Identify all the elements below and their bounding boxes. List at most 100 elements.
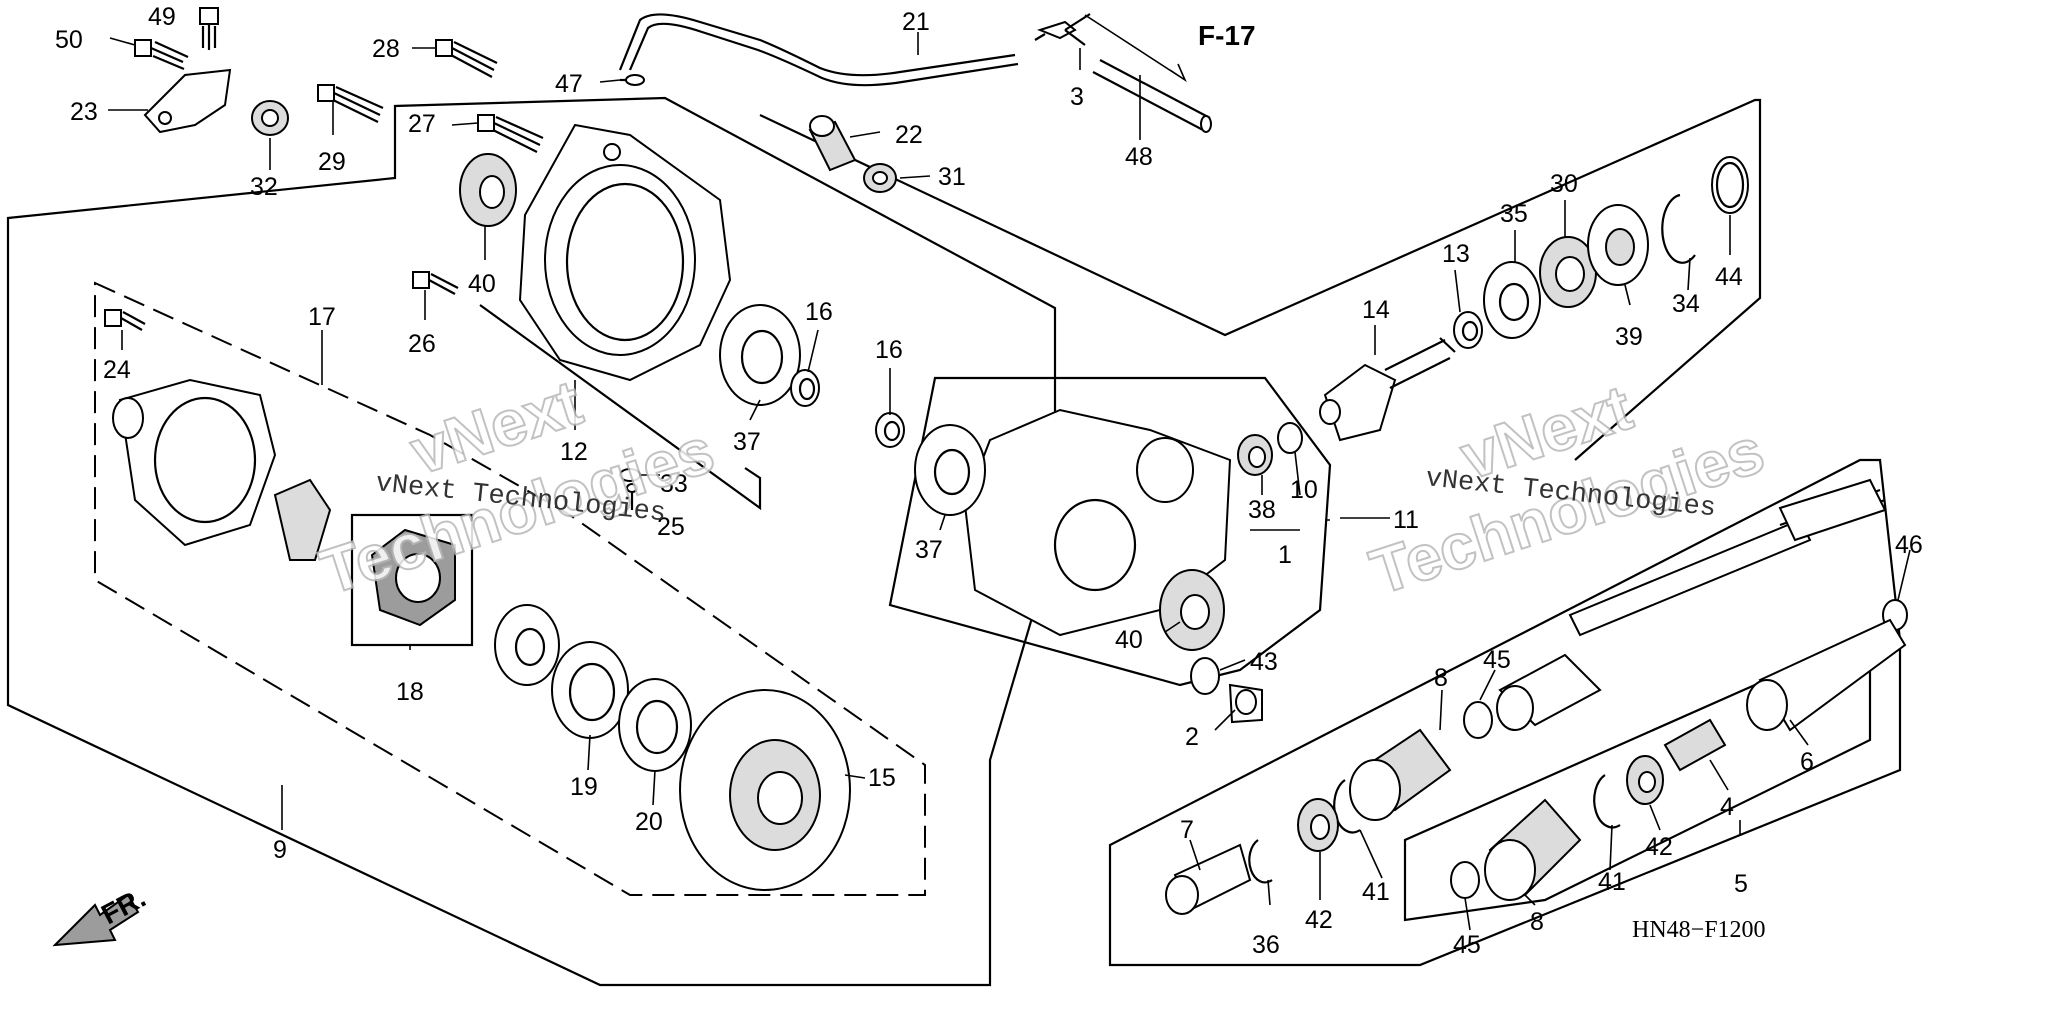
clip-47 xyxy=(620,74,645,86)
oring-44 xyxy=(1711,156,1749,214)
bolt-27 xyxy=(477,114,544,153)
circlip-34 xyxy=(1661,193,1696,264)
callout-2: 2 xyxy=(1185,723,1199,751)
callout-49: 49 xyxy=(148,3,176,31)
callout-16b: 16 xyxy=(875,336,903,364)
pinion-gear-14 xyxy=(1319,337,1456,442)
bolt-24 xyxy=(104,309,146,331)
outline-ring-gear-group xyxy=(94,281,926,896)
bolt-26 xyxy=(412,271,459,295)
callout-8a: 8 xyxy=(1434,664,1448,692)
shim-16-mid xyxy=(875,412,905,448)
gear-case-12 xyxy=(518,123,732,382)
callout-3: 3 xyxy=(1070,83,1084,111)
callout-19: 19 xyxy=(570,773,598,801)
callout-43: 43 xyxy=(1250,648,1278,676)
bolt-28 xyxy=(435,39,498,78)
spring-4 xyxy=(1663,718,1727,772)
boot-8-bottom xyxy=(1484,798,1582,901)
arrow-f17 xyxy=(1084,14,1187,83)
drawing-code: HN48−F1200 xyxy=(1632,917,1766,943)
callout-39: 39 xyxy=(1615,323,1643,351)
circlip-45-top xyxy=(1463,701,1493,739)
collar-7 xyxy=(1165,843,1252,915)
washer-43 xyxy=(1190,657,1220,695)
callout-37b: 37 xyxy=(915,536,943,564)
callout-9: 9 xyxy=(273,836,287,864)
callout-42a: 42 xyxy=(1645,833,1673,861)
callout-41a: 41 xyxy=(1362,878,1390,906)
callout-7: 7 xyxy=(1180,816,1194,844)
callout-31: 31 xyxy=(938,163,966,191)
ring-gear-15 xyxy=(679,689,851,891)
splined-collar-30 xyxy=(1539,236,1597,308)
front-direction-arrow xyxy=(52,893,140,947)
oil-seal-40-top xyxy=(459,153,517,227)
callout-32: 32 xyxy=(250,173,278,201)
callout-30: 30 xyxy=(1550,170,1578,198)
bearing-37-top xyxy=(719,304,801,406)
bolt-29 xyxy=(317,84,384,123)
joint-3 xyxy=(1034,13,1091,46)
callout-40a: 40 xyxy=(468,270,496,298)
washer-19 xyxy=(551,641,629,739)
outline-final-gear-case xyxy=(888,376,1332,687)
outline-pinion-group xyxy=(759,98,1762,461)
breather-tube-21-inner xyxy=(628,22,1019,87)
callout-5: 5 xyxy=(1734,870,1748,898)
callout-14: 14 xyxy=(1362,296,1390,324)
boot-8-top xyxy=(1349,728,1452,821)
circlip-36 xyxy=(1248,839,1273,884)
callout-28: 28 xyxy=(372,35,400,63)
callout-48: 48 xyxy=(1125,143,1153,171)
callout-11: 11 xyxy=(1393,506,1419,534)
callout-27: 27 xyxy=(408,110,436,138)
callout-23: 23 xyxy=(70,98,98,126)
circlip-41-bottom xyxy=(1593,774,1621,829)
bearing-37-mid xyxy=(914,424,986,516)
bearing-35 xyxy=(1483,261,1541,339)
nut-31 xyxy=(863,163,897,193)
callout-10: 10 xyxy=(1290,476,1318,504)
bracket-23 xyxy=(143,68,232,134)
callout-17: 17 xyxy=(308,303,336,331)
leader-lines xyxy=(108,32,1911,931)
shim-13 xyxy=(1453,311,1483,349)
callout-41b: 41 xyxy=(1598,868,1626,896)
callout-36: 36 xyxy=(1252,931,1280,959)
screw-25 xyxy=(626,483,638,510)
callout-8b: 8 xyxy=(1530,908,1544,936)
reference-label-f17: F-17 xyxy=(1198,20,1256,51)
callout-33: 33 xyxy=(660,470,688,498)
callout-29: 29 xyxy=(318,148,346,176)
shim-16-top xyxy=(790,369,820,407)
collar-22 xyxy=(808,115,857,172)
oil-seal-40-mid xyxy=(1159,569,1225,651)
bearing-39 xyxy=(1587,204,1649,286)
outline-housing-group xyxy=(479,304,762,511)
nut-32 xyxy=(251,100,289,136)
callout-4: 4 xyxy=(1720,793,1734,821)
spline-shaft xyxy=(1496,653,1602,731)
callout-45b: 45 xyxy=(1453,931,1481,959)
oring-10 xyxy=(1277,422,1303,454)
callout-35: 35 xyxy=(1500,200,1528,228)
bolt-2 xyxy=(1228,683,1263,724)
outline-driveshaft-group xyxy=(1108,458,1902,967)
callout-26: 26 xyxy=(408,330,436,358)
callout-1: 1 xyxy=(1278,541,1292,569)
callout-46: 46 xyxy=(1895,531,1923,559)
callout-37a: 37 xyxy=(733,428,761,456)
callout-24: 24 xyxy=(103,356,131,384)
washer-20 xyxy=(618,678,692,772)
callout-13: 13 xyxy=(1442,240,1470,268)
callout-22: 22 xyxy=(895,121,923,149)
clutch-18 xyxy=(370,528,456,627)
frame-18 xyxy=(350,513,474,647)
seal-42-left xyxy=(1297,798,1339,852)
callout-40b: 40 xyxy=(1115,626,1143,654)
needle-bearing-38 xyxy=(1237,434,1273,476)
bolt-50 xyxy=(134,39,189,71)
callout-15: 15 xyxy=(868,764,896,792)
